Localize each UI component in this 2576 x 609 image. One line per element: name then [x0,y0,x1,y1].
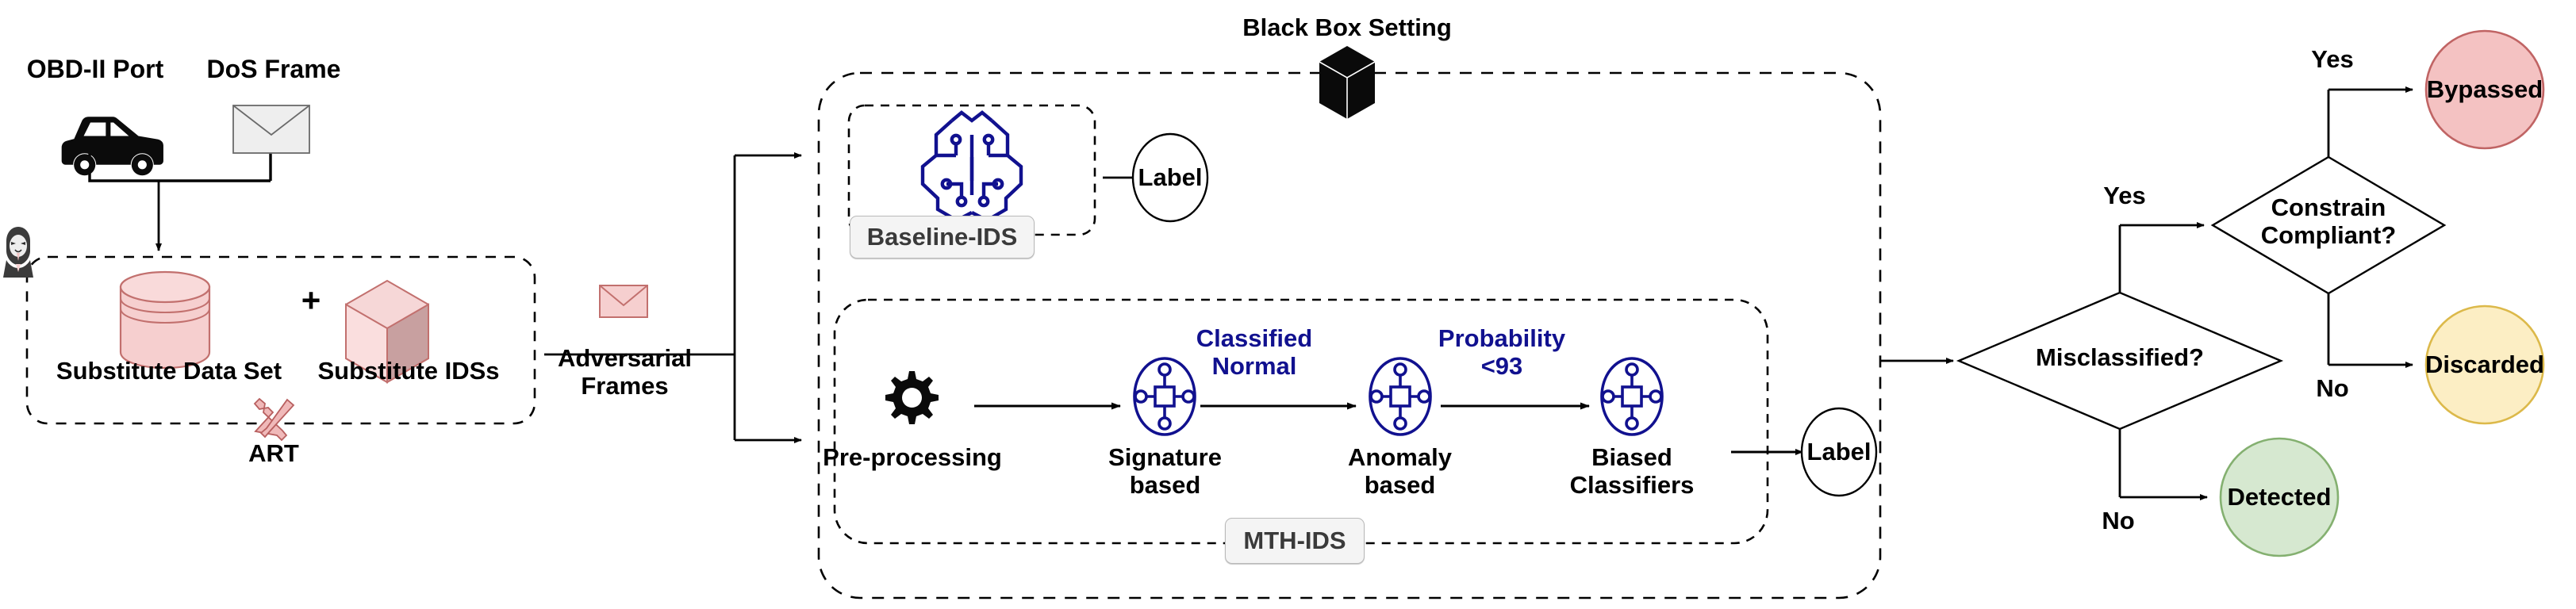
outcome-label-detected: Detected [2227,483,2332,511]
car-icon [61,117,163,176]
outcome-label-discarded: Discarded [2425,350,2544,378]
misclassified-yes-branch [2118,222,2205,293]
edge-label-probability: Probability <93 [1438,324,1566,380]
constrain-yes-branch [2327,86,2413,157]
mth-label-text: Label [1806,438,1872,465]
mth-step-label-anomaly-based: Anomaly based [1348,443,1452,499]
outcome-label-bypassed: Bypassed [2426,75,2543,103]
branch-label-yes-constrain: Yes [2103,182,2146,209]
gear-icon [885,371,939,424]
black-cube-icon [1319,46,1376,119]
branch-label-yes-bypassed: Yes [2311,45,2354,73]
obd-port-label: OBD-II Port [26,55,164,83]
branch-label-no-discarded: No [2316,374,2349,402]
ai-brain-circuit-icon [920,110,1023,223]
dos-frame-label: DoS Frame [206,55,341,83]
wrench-screwdriver-icon [253,397,295,442]
plus-sign: + [301,282,321,319]
pink-envelope-icon [599,285,648,318]
envelope-icon [232,105,310,154]
constrain-compliant-decision-label: Constrain Compliant? [2260,193,2397,249]
art-dashed-box [25,255,536,425]
constrain-no-branch [2327,293,2413,368]
mth-step-label-biased-classifiers: Biased Classifiers [1569,443,1695,499]
baseline-label-text: Label [1138,163,1203,191]
database-cylinder-icon [119,270,211,370]
branch-label-no-detected: No [2102,507,2135,534]
mth-step-label-pre-processing: Pre-processing [823,443,1002,471]
baseline-ids-tag[interactable]: Baseline-IDS [850,216,1035,259]
art-framework-label: ART [248,439,299,467]
edge-label-classified-normal: Classified Normal [1196,324,1313,380]
misclassified-no-branch [2118,429,2208,500]
adversarial-frames-label: Adversarial Frames [558,344,692,400]
substitute-idss-label: Substitute IDSs [317,357,500,385]
mth-ids-tag[interactable]: MTH-IDS [1225,518,1365,564]
source-connectors [88,151,272,182]
classifier-node-icon [1600,357,1664,436]
hacker-mask-icon [3,227,33,278]
substitute-dataset-label: Substitute Data Set [56,357,282,385]
mth-step-label-signature-based: Signature based [1108,443,1222,499]
black-box-setting-title: Black Box Setting [1242,13,1452,41]
misclassified-decision-label: Misclassified? [2036,343,2204,371]
